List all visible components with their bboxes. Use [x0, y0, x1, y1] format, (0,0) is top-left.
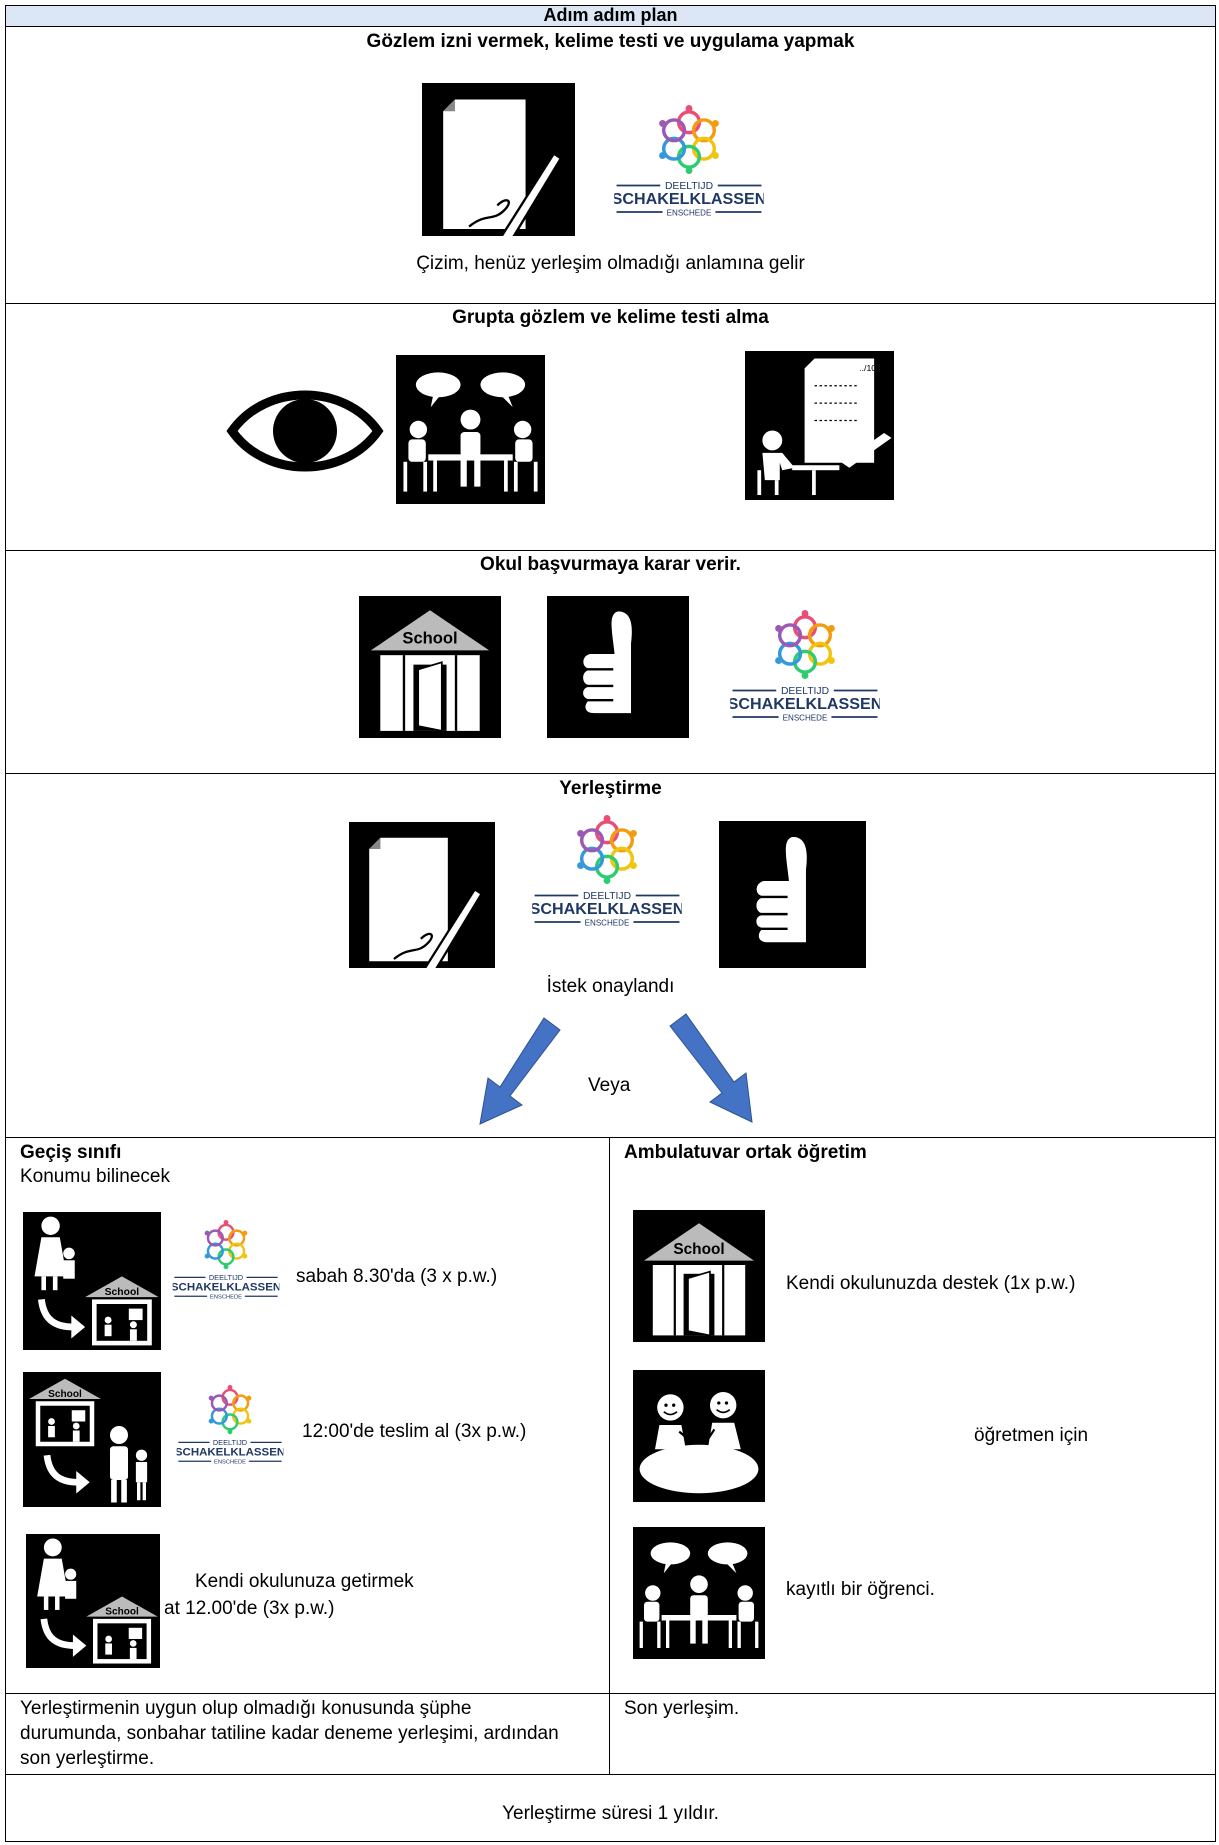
support-text: kayıtlı bir öğrenci. — [786, 1579, 935, 1600]
step-title: Grupta gözlem ve kelime testi alma — [452, 307, 769, 328]
column-title: Ambulatuvar ortak öğretim — [624, 1142, 867, 1163]
final-placement-note: Son yerleşim. — [624, 1698, 740, 1719]
arrow-down-right-icon — [666, 1012, 756, 1126]
schakelklassen-logo — [176, 1385, 284, 1467]
column-subtitle: Konumu bilinecek — [20, 1166, 170, 1187]
step-caption: İstek onaylandı — [546, 976, 675, 997]
thumbs-up-icon — [547, 596, 689, 738]
vocabulary-test-icon — [745, 351, 894, 500]
schedule-text: 12:00'de teslim al (3x p.w.) — [302, 1421, 527, 1442]
school-icon — [359, 596, 501, 738]
divider — [5, 303, 1216, 304]
divider — [5, 1774, 1216, 1775]
plan-table — [5, 5, 1216, 1842]
school-icon — [633, 1210, 765, 1342]
thumbs-up-icon — [719, 821, 866, 968]
column-divider — [609, 1137, 610, 1774]
trial-placement-note: durumunda, sonbahar tatiline kadar denem… — [20, 1723, 559, 1744]
conversation-icon — [633, 1370, 765, 1502]
eye-icon — [226, 379, 384, 483]
divider — [5, 26, 1216, 27]
step-title: Yerleştirme — [559, 778, 662, 799]
support-text: Kendi okulunuzda destek (1x p.w.) — [786, 1273, 1076, 1294]
step-title: Gözlem izni vermek, kelime testi ve uygu… — [366, 31, 855, 52]
divider — [5, 773, 1216, 774]
trial-placement-note: Yerleştirmenin uygun olup olmadığı konus… — [20, 1698, 472, 1719]
paper-pen-icon — [422, 83, 575, 236]
schedule-text: at 12.00'de (3x p.w.) — [164, 1598, 335, 1619]
schakelklassen-logo — [614, 105, 764, 220]
column-title: Geçiş sınıfı — [20, 1142, 122, 1163]
trial-placement-note: son yerleştirme. — [20, 1748, 155, 1769]
schakelklassen-logo — [532, 815, 682, 930]
pick-up-from-school-icon — [23, 1372, 161, 1507]
schakelklassen-logo — [172, 1220, 280, 1302]
schedule-text: sabah 8.30'da (3 x p.w.) — [296, 1266, 498, 1287]
placement-duration: Yerleştirme süresi 1 yıldır. — [502, 1803, 719, 1824]
step-title: Okul başvurmaya karar verir. — [480, 554, 741, 575]
group-conversation-icon — [633, 1527, 765, 1659]
arrow-down-left-icon — [474, 1016, 564, 1126]
or-label: Veya — [588, 1075, 631, 1096]
page-title: Adım adım plan — [543, 5, 678, 25]
step-caption: Çizim, henüz yerleşim olmadığı anlamına … — [416, 253, 805, 274]
bring-to-school-icon — [23, 1212, 161, 1350]
schedule-text: Kendi okulunuza getirmek — [195, 1571, 414, 1592]
bring-to-own-school-icon — [26, 1534, 160, 1668]
divider — [5, 550, 1216, 551]
group-conversation-icon — [396, 355, 545, 504]
divider — [5, 1137, 1216, 1138]
support-text: öğretmen için — [974, 1425, 1089, 1446]
header-bar — [6, 6, 1215, 26]
schakelklassen-logo — [730, 610, 880, 725]
divider — [5, 1693, 1216, 1694]
paper-pen-icon — [349, 822, 495, 968]
